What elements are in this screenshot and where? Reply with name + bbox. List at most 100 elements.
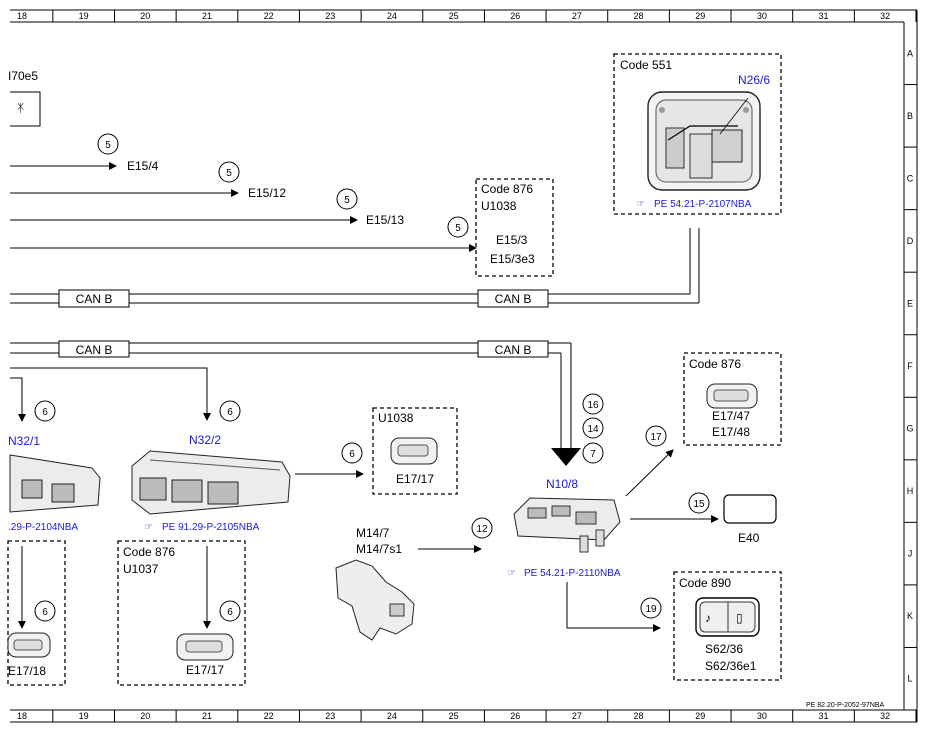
wire-number: 6 <box>42 407 48 418</box>
wire-number: 12 <box>476 524 488 535</box>
can-b-label: CAN B <box>76 292 113 306</box>
column-index-label: 31 <box>819 711 829 721</box>
hand-pointer-icon: ☞ <box>636 199 645 210</box>
n10-8-module: 16 14 7 N10/8 ☞ PE 54.21-P-2110NBA 17 15… <box>507 393 719 632</box>
e17-17-label: E17/17 <box>186 663 224 677</box>
row-index-label: C <box>907 173 914 183</box>
row-index-label: F <box>907 361 913 371</box>
column-index-label: 26 <box>510 711 520 721</box>
n32-2-module: 6 N32/2 ☞ PE 91.29-P-2105NBA 6 <box>10 367 364 533</box>
reading-lamp-icon: ♪ <box>705 611 711 625</box>
control-unit-icon <box>9 454 101 513</box>
n26-6-label: N26/6 <box>738 73 770 87</box>
column-index-label: 19 <box>79 11 89 21</box>
wire-number: 6 <box>227 607 233 618</box>
control-unit-icon <box>131 450 291 515</box>
column-index-label: 26 <box>510 11 520 21</box>
u1038-box: U1038 E17/17 <box>372 407 458 495</box>
column-index-label: 18 <box>17 11 27 21</box>
box-code: Code 890 <box>679 576 731 590</box>
wire-number: 7 <box>590 449 596 460</box>
can-b-label: CAN B <box>495 343 532 357</box>
box-code: Code 876 <box>123 545 175 559</box>
hand-pointer-icon: ☞ <box>144 522 153 533</box>
wire-number: 16 <box>587 400 599 411</box>
n32-2-label: N32/2 <box>189 433 221 447</box>
column-index-label: 20 <box>140 711 150 721</box>
document-reference: PE 82.20-P-2052-97NBA <box>806 702 885 709</box>
row-index-label: K <box>907 611 913 621</box>
overhead-control-panel-icon <box>647 91 761 191</box>
box-unit: U1038 <box>481 199 517 213</box>
wire-number: 6 <box>42 607 48 618</box>
box-code: U1038 <box>378 411 414 425</box>
e17-47-label: E17/47 <box>712 409 750 423</box>
can-b-label: CAN B <box>76 343 113 357</box>
n32-1-label: N32/1 <box>8 434 40 448</box>
column-index-label: 19 <box>79 711 89 721</box>
wire-number: 5 <box>105 140 111 151</box>
column-index-label: 23 <box>325 11 335 21</box>
column-index-label: 21 <box>202 11 212 21</box>
box-code: Code 876 <box>689 357 741 371</box>
hand-pointer-icon: ☞ <box>507 568 516 579</box>
e17-18-label: E17/18 <box>8 664 46 678</box>
switch-symbol-icon: ᛡ <box>17 101 24 115</box>
e15-12-label: E15/12 <box>248 186 286 200</box>
m14-7-label: M14/7 <box>356 526 390 540</box>
e15-13-label: E15/13 <box>366 213 404 227</box>
n32-1-module: 6 N32/1 .29-P-2104NBA 6 E17/18 <box>7 377 101 686</box>
column-index-label: 29 <box>695 11 705 21</box>
wire-number: 19 <box>645 604 657 615</box>
e40-component: E40 <box>723 494 777 545</box>
box-unit: U1037 <box>123 562 159 576</box>
box-code: Code 551 <box>620 58 672 72</box>
code-876-u1038-box: Code 876 U1038 E15/3 E15/3e3 <box>475 178 554 277</box>
e17-48-label: E17/48 <box>712 425 750 439</box>
column-index-label: 29 <box>695 711 705 721</box>
column-index-label: 28 <box>634 711 644 721</box>
drawing-frame <box>10 9 918 723</box>
column-index-label: 21 <box>202 711 212 721</box>
wire-number: 15 <box>693 499 705 510</box>
row-index-label: D <box>907 236 914 246</box>
partial-component-label: I70e5 <box>8 69 38 83</box>
row-index-label: G <box>906 424 913 434</box>
column-index-label: 22 <box>264 11 274 21</box>
column-index-label: 25 <box>449 711 459 721</box>
row-index-label: J <box>908 549 913 559</box>
box-line-e15-3e3: E15/3e3 <box>490 252 535 266</box>
ref-2105: PE 91.29-P-2105NBA <box>162 522 260 533</box>
row-index-label: A <box>907 48 913 58</box>
row-index-label: E <box>907 298 913 308</box>
column-index-label: 28 <box>634 11 644 21</box>
column-index-label: 27 <box>572 11 582 21</box>
code-876-u1037-box: Code 876 U1037 6 E17/17 <box>117 540 246 686</box>
e17-17-label: E17/17 <box>396 472 434 486</box>
wire-number: 5 <box>455 223 461 234</box>
column-index-label: 20 <box>140 11 150 21</box>
column-index-label: 30 <box>757 11 767 21</box>
can-b-label: CAN B <box>495 292 532 306</box>
wire-number: 5 <box>344 195 350 206</box>
row-index-label: H <box>907 486 914 496</box>
column-index-label: 18 <box>17 711 27 721</box>
ref-pe-54-21-2107: PE 54.21-P-2107NBA <box>654 199 752 210</box>
column-index-label: 30 <box>757 711 767 721</box>
row-index-label: L <box>907 674 912 684</box>
s62-36-label: S62/36 <box>705 642 743 656</box>
column-index-label: 25 <box>449 11 459 21</box>
column-index-label: 24 <box>387 711 397 721</box>
ref-2110: PE 54.21-P-2110NBA <box>524 568 621 579</box>
wire-number: 6 <box>227 407 233 418</box>
code-890-box: Code 890 ♪ ▯ S62/36 S62/36e1 <box>673 571 782 681</box>
partial-component: I70e5 ᛡ <box>8 69 41 127</box>
wire-5-group: 5 E15/4 5 E15/12 5 E15/13 5 <box>10 133 477 252</box>
column-index-label: 22 <box>264 711 274 721</box>
m14-7-actuator: M14/7 M14/7s1 12 <box>335 517 493 641</box>
e40-label: E40 <box>738 531 760 545</box>
column-index-label: 32 <box>880 11 890 21</box>
